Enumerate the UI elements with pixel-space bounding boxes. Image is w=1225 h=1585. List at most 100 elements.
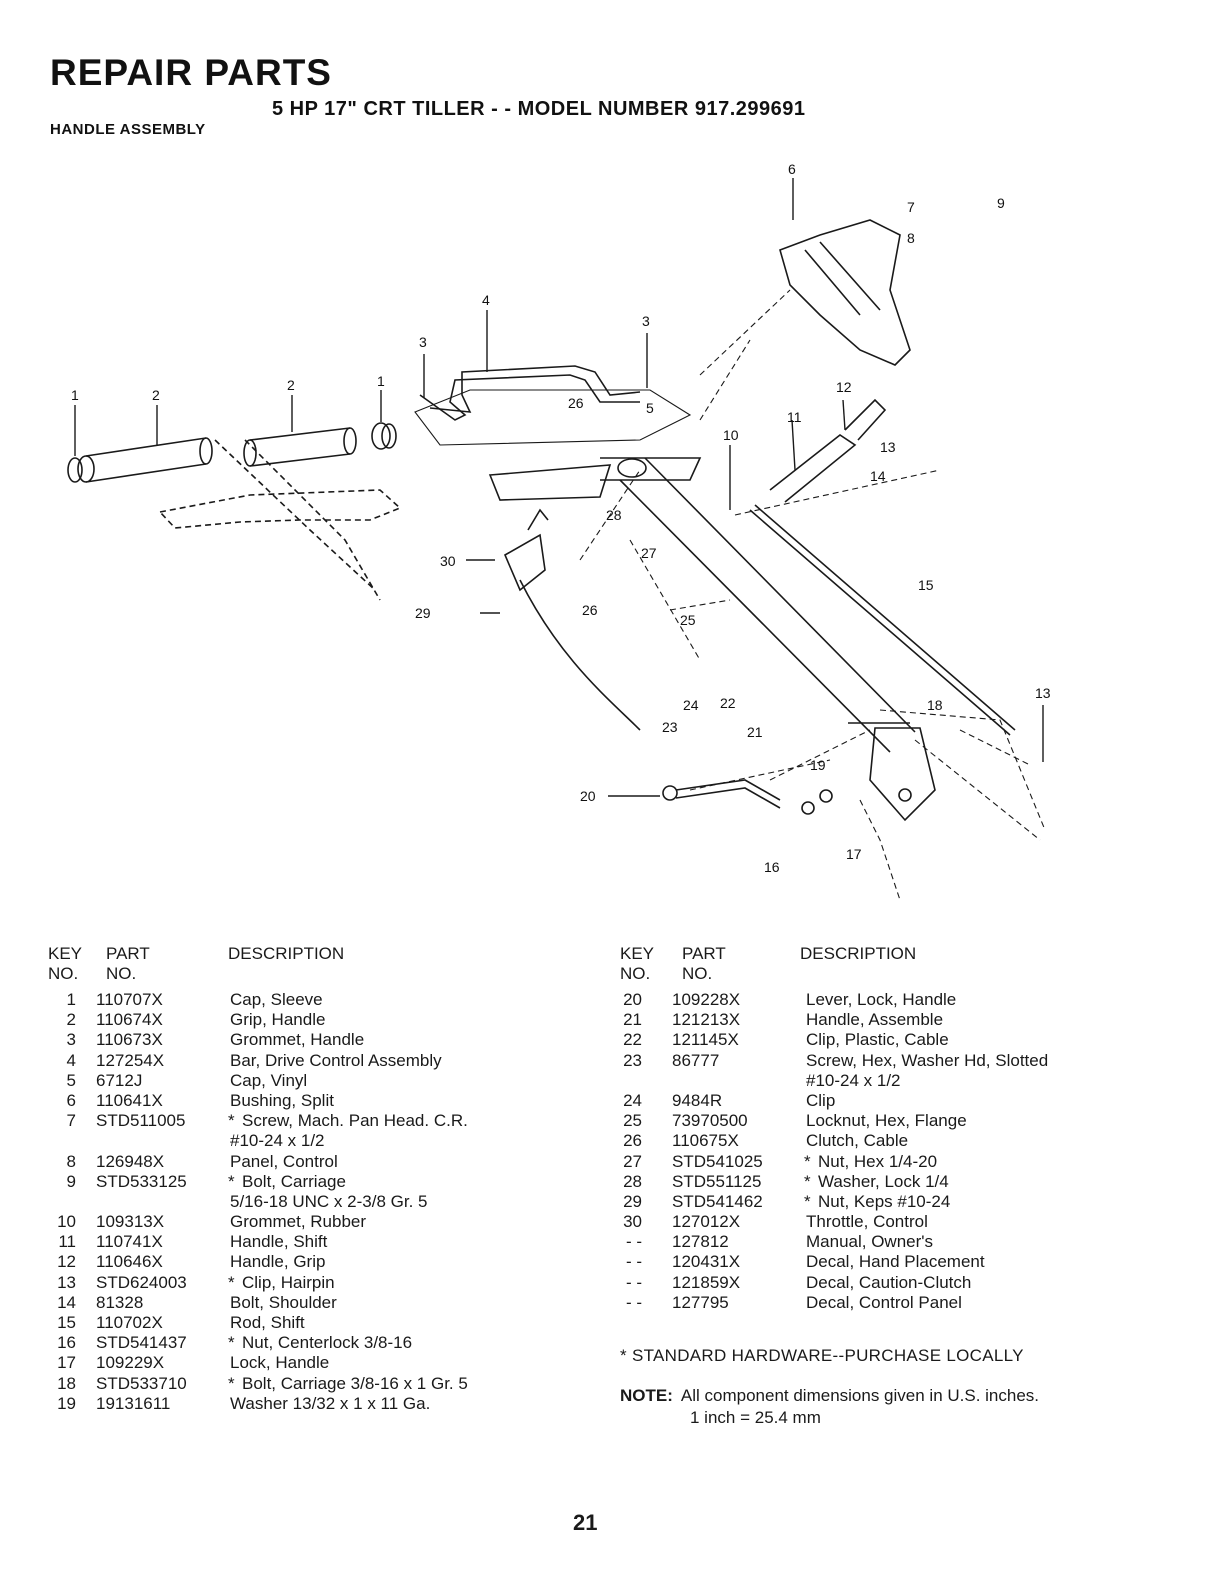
callout-11: 11 (787, 409, 802, 425)
part-description: Washer 13/32 x 1 x 11 Ga. (230, 1393, 431, 1413)
callout-7: 7 (907, 199, 915, 215)
table-row: #10-24 x 1/2 (620, 1071, 1140, 1091)
standard-hardware-note: * STANDARD HARDWARE--PURCHASE LOCALLY (620, 1346, 1024, 1365)
part-description: Grommet, Rubber (230, 1212, 367, 1232)
part-no: 109228X (672, 990, 741, 1009)
callout-13: 13 (1035, 685, 1051, 701)
key-no: 2 (66, 1010, 76, 1030)
part-no: 126948X (96, 1151, 165, 1171)
key-no: 19 (57, 1393, 76, 1413)
part-description: Locknut, Hex, Flange (806, 1111, 967, 1131)
callout-25: 25 (680, 612, 696, 628)
part-no: 121213X (672, 1010, 741, 1030)
part-description: Clip, Plastic, Cable (806, 1030, 949, 1050)
lock-lever (662, 779, 833, 815)
part-no: 86777 (672, 1050, 720, 1070)
part-no: 109229X (96, 1353, 165, 1373)
section-heading: HANDLE ASSEMBLY (50, 121, 206, 138)
page-title: REPAIR PARTS (50, 52, 332, 93)
callout-15: 15 (918, 577, 934, 593)
part-description: Grommet, Handle (230, 1030, 365, 1050)
table-header: KEY NO. PART NO. DESCRIPTION (48, 944, 548, 990)
key-no: 7 (66, 1111, 76, 1131)
callout-26: 26 (568, 395, 584, 411)
standard-mark: * (228, 1111, 235, 1131)
key-no: 15 (57, 1313, 76, 1332)
part-description: Handle, Grip (230, 1252, 326, 1272)
bar-outline-ghost (158, 439, 402, 601)
callout-5: 5 (646, 400, 654, 416)
table-row: - - 127812 Manual, Owner's (620, 1232, 1140, 1252)
throttle-control (503, 508, 641, 731)
callout-18: 18 (927, 697, 943, 713)
note-label: NOTE: (620, 1386, 673, 1405)
standard-mark: * (804, 1151, 811, 1171)
callout-arrows (74, 178, 1044, 797)
part-no: 127812 (672, 1232, 729, 1252)
part-description: Throttle, Control (806, 1212, 928, 1232)
part-description: Washer, Lock 1/4 (818, 1171, 949, 1191)
standard-mark: * (228, 1272, 235, 1292)
part-description: Panel, Control (230, 1151, 338, 1171)
key-no: 4 (66, 1050, 76, 1070)
part-no: 110641X (96, 1090, 163, 1110)
callout-26: 26 (582, 602, 598, 618)
part-description: Cap, Vinyl (230, 1070, 308, 1090)
callout-10: 10 (723, 427, 739, 443)
key-no: 5 (66, 1070, 76, 1090)
part-no: 127795 (672, 1292, 729, 1312)
callout-2: 2 (287, 377, 295, 393)
part-description: Screw, Hex, Washer Hd, Slotted (806, 1050, 1049, 1070)
callout-9: 9 (997, 195, 1005, 211)
callout-4: 4 (482, 292, 490, 308)
callout-17: 17 (846, 846, 862, 862)
part-no: 110673X (96, 1030, 163, 1050)
part-description: Manual, Owner's (806, 1232, 934, 1252)
part-no: STD551125 (672, 1171, 762, 1191)
part-no: 110741X (96, 1232, 163, 1252)
part-description: Cap, Sleeve (230, 990, 323, 1009)
part-description: #10-24 x 1/2 (230, 1131, 325, 1151)
part-no: STD533125 (96, 1171, 187, 1191)
table-row: 5/16-18 UNC x 2-3/8 Gr. 5 (48, 1192, 548, 1212)
part-description: Bar, Drive Control Assembly (230, 1050, 442, 1070)
callout-6: 6 (788, 161, 796, 177)
part-no: 9484R (672, 1090, 723, 1110)
key-no: 14 (57, 1292, 76, 1312)
part-description: Clip (806, 1090, 836, 1110)
key-no: - - (625, 1232, 642, 1252)
part-no: 6712J (96, 1070, 143, 1090)
callout-1: 1 (377, 373, 385, 389)
part-no: 109313X (96, 1212, 165, 1232)
key-no: 16 (57, 1333, 76, 1353)
key-header: KEY NO. (48, 944, 83, 983)
description-header: DESCRIPTION (800, 944, 917, 963)
part-no: 110674X (96, 1010, 163, 1030)
key-no: - - (625, 1252, 642, 1272)
part-description: Lever, Lock, Handle (806, 990, 957, 1009)
key-no: 28 (623, 1171, 642, 1191)
callout-22: 22 (720, 695, 736, 711)
conversion-note: 1 inch = 25.4 mm (690, 1408, 821, 1427)
key-no: 17 (57, 1353, 76, 1373)
part-no: 73970500 (672, 1111, 748, 1131)
diagram-callouts: 1 2 2 1 3 4 3 26 5 6 7 8 9 10 11 12 13 1… (71, 161, 1051, 875)
table-row: 5 6712J Cap, Vinyl (48, 1071, 548, 1091)
